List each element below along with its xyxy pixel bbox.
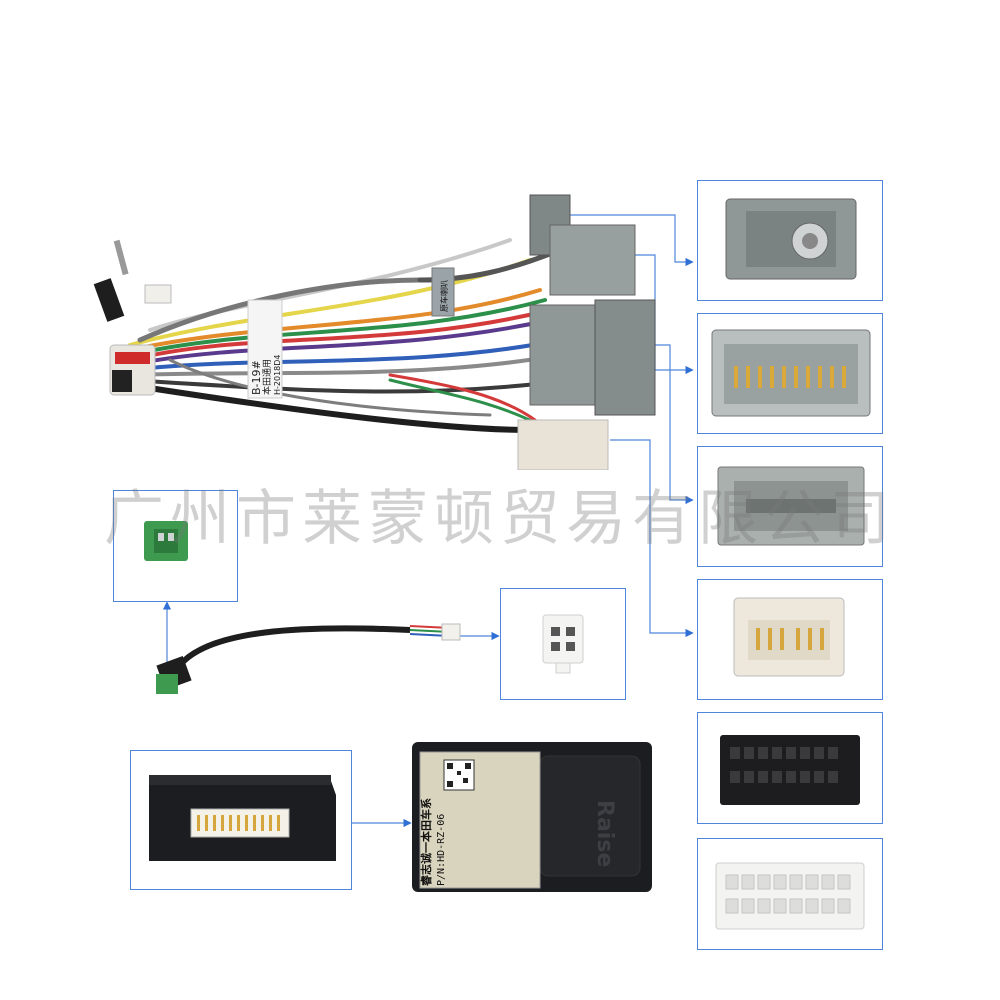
harness-tag-line1: B-19# <box>250 360 263 395</box>
harness-tag-line2: 本田通用 <box>261 359 273 395</box>
connector-frame-white-20pin <box>697 838 883 950</box>
green-plug-cable <box>156 623 461 694</box>
control-box-frame <box>130 750 352 890</box>
connector-frame-black-20pin <box>697 712 883 824</box>
callout-line-4 <box>610 439 694 638</box>
callout-line-1 <box>570 214 694 267</box>
connector-frame-gray-flat <box>697 446 883 567</box>
connector-frame-white <box>697 579 883 700</box>
connector-frame-green <box>113 490 238 602</box>
connector-frame-antenna <box>697 180 883 301</box>
control-box-side-image <box>149 775 336 861</box>
harness-tag-right: 原车喇叭 <box>439 280 449 312</box>
gray-flat-connector-image <box>717 466 865 546</box>
harness-tag-line3: H-2018D4 <box>273 354 282 395</box>
white-connector-image <box>733 597 845 677</box>
control-box-top-image: Raise 睿志诚一本田车系 P/N:HD-RZ-06 <box>412 742 652 892</box>
gray-24pin-connector-image <box>711 329 871 417</box>
wiring-harness-photo: B-19# 本田通用 H-2018D4 原车喇叭 <box>93 194 656 470</box>
green-connector-image <box>144 521 188 561</box>
control-box-brand-mark: Raise <box>592 800 617 867</box>
small-white-connector-image <box>542 614 584 674</box>
white-20pin-connector-image <box>715 862 865 930</box>
control-box-label-line2: P/N:HD-RZ-06 <box>436 814 447 886</box>
control-box-label-line1: 睿志诚一本田车系 <box>419 798 433 886</box>
connector-frame-gray-24pin <box>697 313 883 434</box>
antenna-connector-image <box>725 198 857 280</box>
black-20pin-connector-image <box>720 735 860 805</box>
connector-frame-small-white <box>500 588 626 700</box>
